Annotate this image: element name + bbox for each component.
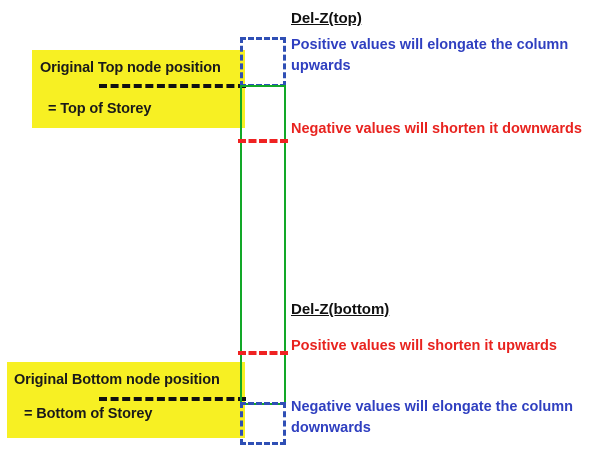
bottom-storey-callout-label: = Bottom of Storey [24, 406, 153, 422]
del-z-bottom-positive-note: Positive values will shorten it upwards [291, 338, 557, 354]
bottom-node-callout-label: Original Bottom node position [14, 372, 220, 388]
del-z-bottom-heading: Del-Z(bottom) [291, 301, 390, 318]
bottom-node-position-line [99, 397, 246, 401]
del-z-top-negative-note: Negative values will shorten it downward… [291, 121, 582, 137]
del-z-bottom-negative-note: Negative values will elongate the column… [291, 399, 574, 436]
top-node-callout-label: Original Top node position [40, 60, 221, 76]
column-extension-bottom [240, 402, 286, 445]
column-outline [240, 85, 286, 405]
column-extension-top [240, 37, 286, 87]
top-node-callout-box [32, 50, 245, 128]
column-shorten-line-bottom [238, 351, 288, 355]
top-storey-callout-label: = Top of Storey [48, 101, 152, 117]
del-z-top-heading: Del-Z(top) [291, 10, 362, 27]
top-node-position-line [99, 84, 246, 88]
del-z-top-positive-note: Positive values will elongate the column… [291, 37, 569, 74]
column-shorten-line-top [238, 139, 288, 143]
